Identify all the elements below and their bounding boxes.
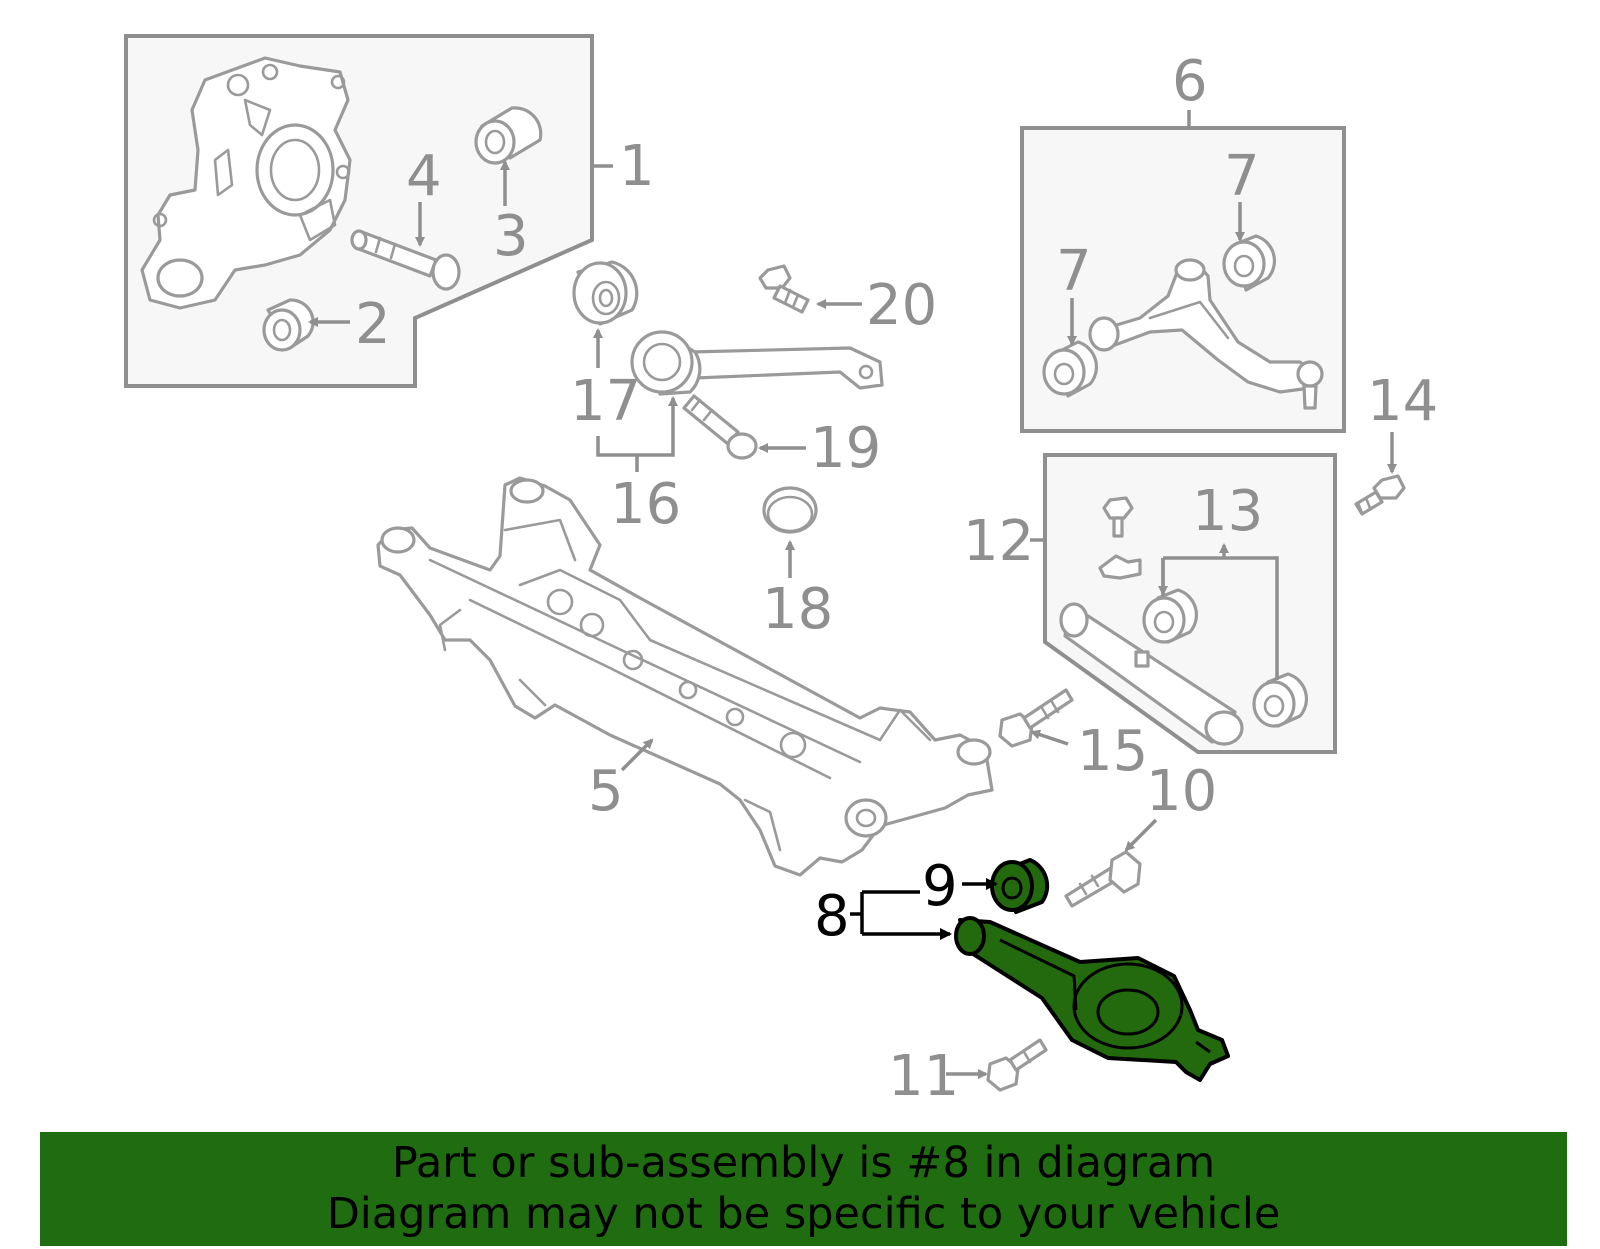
callout-19: 19 [810,416,881,481]
leader-10 [1124,818,1158,852]
upper-arm-group: 6 7 7 [1020,49,1346,433]
upper-control-arm [1088,258,1324,410]
info-banner: Part or sub-assembly is #8 in diagram Di… [40,1132,1567,1246]
bolt-part-11 [986,1038,1048,1092]
bracket [1098,554,1142,580]
leader-5 [620,738,654,772]
lateral-link-group: 12 13 [963,453,1337,754]
lower-control-arm-part-8[interactable] [954,916,1230,1082]
callout-20: 20 [866,273,937,338]
callout-15: 15 [1077,719,1148,784]
callout-4: 4 [406,144,442,209]
bolt-part-15 [998,688,1074,748]
callout-10: 10 [1146,759,1217,824]
bolt-part-10 [1064,850,1142,908]
bolt-part-14 [1354,474,1406,516]
bolt-part-19 [682,394,758,460]
bushing-part-7-upper [1222,234,1277,292]
bushing-part-2 [262,298,315,352]
trailing-arm-group: 17 16 19 20 18 [570,260,937,642]
leader-8-bracket [850,890,920,934]
knuckle-assembly-group: 1 2 3 4 [124,34,655,388]
bushing-part-9 [990,858,1050,914]
banner-line-2: Diagram may not be specific to your vehi… [326,1189,1281,1239]
callout-13: 13 [1192,479,1263,544]
bolt-part-20 [758,264,810,314]
callout-14: 14 [1367,369,1438,434]
callout-8: 8 [814,884,850,949]
bushing-part-13-a [1142,588,1199,644]
callout-11: 11 [888,1044,959,1109]
callout-9: 9 [922,854,958,919]
trailing-link-part-16 [630,330,884,396]
bushing-part-13-b [1252,672,1309,728]
callout-5: 5 [588,759,624,824]
callout-1: 1 [619,134,655,199]
subframe-part-5 [376,476,994,877]
pin-part-4 [350,229,461,291]
callout-7-lower: 7 [1056,239,1092,304]
plug-part-18 [762,486,818,534]
lateral-link-bar [1059,602,1244,746]
leader-15 [1030,729,1069,746]
callout-7-upper: 7 [1224,144,1260,209]
callout-6: 6 [1172,49,1208,114]
bushing-part-3 [474,106,543,165]
callout-3: 3 [493,204,529,269]
callout-16: 16 [610,472,681,537]
bushing-part-17 [572,260,639,326]
small-bolt [1102,496,1134,538]
knuckle-part [140,56,352,310]
banner-line-1: Part or sub-assembly is #8 in diagram [391,1138,1216,1188]
bushing-part-7-lower [1042,340,1099,398]
callout-17: 17 [570,369,641,434]
callout-2: 2 [355,292,391,357]
callout-12: 12 [963,509,1034,574]
callout-18: 18 [762,577,833,642]
